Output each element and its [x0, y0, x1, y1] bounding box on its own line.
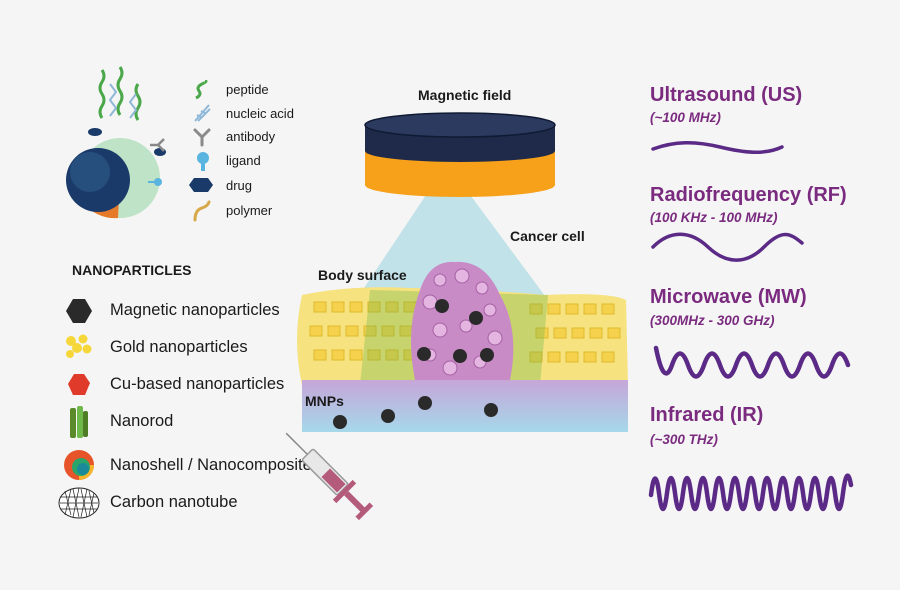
- microwave-title: Microwave (MW): [650, 286, 807, 308]
- nanoshell-icon: [64, 450, 94, 480]
- radiofrequency-range: (100 KHz - 100 MHz): [650, 210, 778, 225]
- mnps-label: MNPs: [305, 393, 344, 409]
- functionalized-nanoparticle-illustration: [66, 66, 166, 219]
- legend-label-antibody: antibody: [226, 129, 276, 144]
- ultrasound-range: (~100 MHz): [650, 110, 721, 125]
- infrared-title: Infrared (IR): [650, 404, 764, 426]
- infrared-wave: [648, 473, 854, 512]
- np-label-gold: Gold nanoparticles: [110, 338, 248, 356]
- nanorod-icon: [70, 406, 88, 438]
- legend-label-drug: drug: [226, 178, 253, 193]
- legend-label-polymer: polymer: [226, 203, 273, 218]
- radiofrequency-title: Radiofrequency (RF): [650, 184, 847, 206]
- np-label-magnetic: Magnetic nanoparticles: [110, 301, 280, 319]
- microwave-range: (300MHz - 300 GHz): [650, 313, 775, 328]
- magnetic-hyperthermia-schematic: [297, 112, 628, 432]
- radiofrequency-wave: [651, 232, 804, 262]
- legend-label-ligand: ligand: [226, 153, 261, 168]
- drug-icon: [189, 178, 213, 192]
- nanoparticles-heading: NANOPARTICLES: [72, 262, 192, 278]
- blood-vessel: [302, 380, 628, 432]
- np-label-nanoshell: Nanoshell / Nanocomposite: [110, 456, 312, 474]
- syringe-icon: [285, 432, 374, 521]
- infrared-range: (~300 THz): [650, 432, 718, 447]
- magnet: [364, 112, 556, 197]
- carbon-nanotube-icon: [58, 487, 100, 519]
- polymer-icon: [193, 200, 211, 222]
- np-label-carbon-nanotube: Carbon nanotube: [110, 493, 238, 511]
- legend-label-nucleic-acid: nucleic acid: [226, 106, 294, 121]
- cancer-cell-label: Cancer cell: [510, 228, 585, 244]
- gold-nanoparticle-icon: [66, 334, 92, 358]
- tissue-cells: [309, 301, 621, 363]
- ligand-icon: [197, 152, 209, 171]
- magnetic-field-label: Magnetic field: [418, 87, 512, 103]
- antibody-icon: [193, 128, 211, 147]
- cu-nanoparticle-icon: [68, 374, 90, 395]
- body-surface-label: Body surface: [318, 267, 407, 283]
- magnetic-nanoparticle-icon: [66, 299, 92, 323]
- peptide-icon: [195, 80, 208, 100]
- np-label-nanorod: Nanorod: [110, 412, 174, 430]
- legend-label-peptide: peptide: [226, 82, 269, 97]
- nucleic-acid-icon: [194, 104, 211, 122]
- ultrasound-title: Ultrasound (US): [650, 84, 803, 106]
- microwave-wave: [653, 345, 851, 379]
- ultrasound-wave: [651, 140, 784, 155]
- np-label-cu: Cu-based nanoparticles: [110, 375, 285, 393]
- mnp-particles: [333, 299, 498, 429]
